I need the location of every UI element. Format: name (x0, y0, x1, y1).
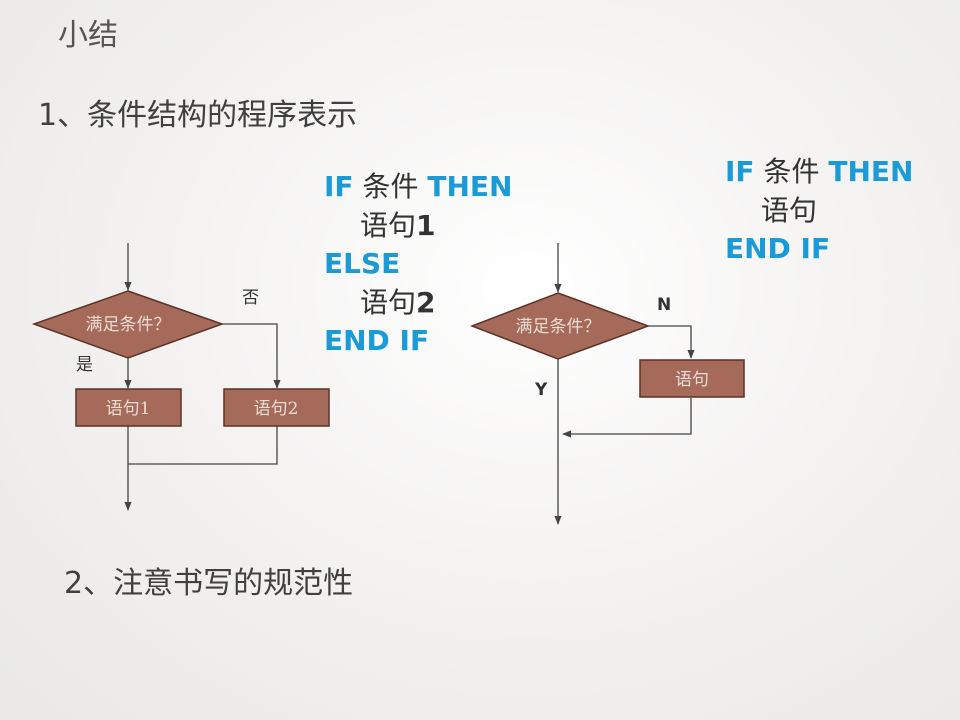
condition-text: 条件 (353, 170, 428, 203)
keyword-if: IF (725, 155, 755, 188)
code-line-statement: 语句 (725, 192, 913, 231)
statement-number: 2 (416, 285, 436, 319)
statement-2-box (223, 388, 330, 427)
box2-merge-line (128, 426, 278, 465)
if-else-flowchart (124, 243, 281, 511)
slide-title: 小结 (58, 18, 118, 53)
point-2-heading: 2、注意书写的规范性 (64, 566, 354, 601)
if-code-block: IF 条件 THEN 语句 END IF (725, 153, 913, 269)
statement-text: 语句 (360, 208, 417, 242)
statement-2-label: 语句2 (254, 399, 299, 419)
decision-label: 满足条件？ (86, 315, 171, 335)
if-else-code-block: IF 条件 THEN 语句1 ELSE 语句2 END IF (324, 168, 512, 361)
decision-label: 满足条件？ (516, 317, 601, 337)
keyword-end-if: END IF (725, 232, 831, 265)
statement-1-box (75, 388, 182, 427)
code-line-statement-1: 语句1 (324, 207, 512, 246)
keyword-then: THEN (427, 170, 513, 203)
statement-label: 语句 (675, 370, 709, 390)
no-arrow (648, 325, 695, 359)
code-line-end-if: END IF (324, 322, 512, 361)
no-label: N (657, 295, 671, 315)
statement-1-label: 语句1 (106, 399, 151, 419)
keyword-else: ELSE (324, 247, 401, 280)
statement-number: 1 (416, 208, 436, 242)
code-line-if-then: IF 条件 THEN (725, 153, 913, 192)
statement-box (639, 359, 745, 398)
no-label: 否 (242, 288, 259, 308)
code-line-else: ELSE (324, 245, 512, 284)
statement-text: 语句 (360, 285, 417, 319)
merge-arrow (562, 398, 692, 438)
decision-diamond (469, 292, 651, 360)
statement-text: 语句 (761, 193, 818, 227)
condition-text: 条件 (754, 155, 829, 188)
code-line-end-if: END IF (725, 230, 913, 269)
keyword-if: IF (324, 170, 354, 203)
keyword-end-if: END IF (324, 324, 430, 357)
if-flowchart (554, 243, 695, 525)
yes-label: 是 (76, 355, 93, 375)
code-line-if-then: IF 条件 THEN (324, 168, 512, 207)
code-line-statement-2: 语句2 (324, 284, 512, 323)
point-1-heading: 1、条件结构的程序表示 (38, 98, 358, 133)
no-arrow (222, 323, 281, 389)
yes-label: Y (534, 380, 548, 400)
decision-diamond (31, 290, 225, 359)
keyword-then: THEN (828, 155, 914, 188)
